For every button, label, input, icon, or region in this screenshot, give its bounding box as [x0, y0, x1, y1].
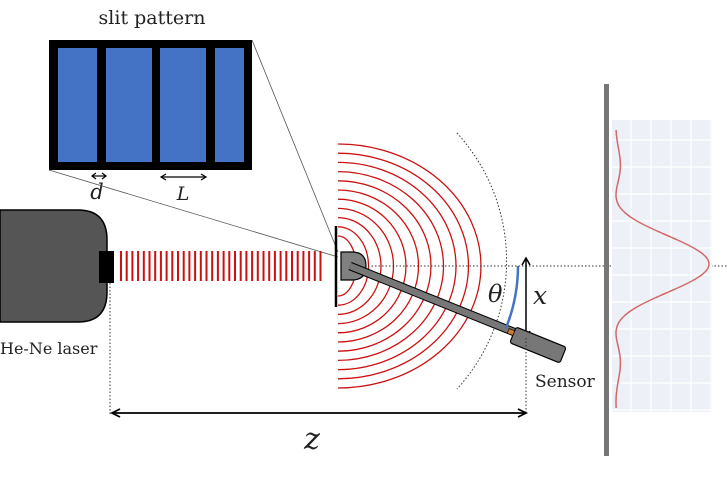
theta-label: θ	[488, 280, 503, 308]
slit-panel-2	[106, 48, 152, 162]
zoom-line-bottom	[48, 169, 339, 258]
sensor-label: Sensor	[535, 372, 596, 392]
wavefront	[337, 180, 432, 352]
sensor	[509, 327, 567, 363]
wavefront	[337, 152, 470, 380]
slit-width-dimension	[91, 172, 107, 180]
sensor-tip	[506, 328, 516, 336]
slit-pattern-title: slit pattern	[99, 7, 206, 29]
displacement-dimension	[521, 256, 531, 340]
slit-period-label: L	[176, 183, 190, 205]
rotating-arm-fill	[348, 262, 516, 336]
slit-panel-1	[58, 48, 97, 162]
laser-beam	[120, 251, 322, 281]
distance-dimension	[109, 408, 529, 418]
wavefront	[337, 198, 407, 334]
wavefront	[337, 170, 445, 362]
displacement-label: x	[533, 281, 547, 310]
theta-arc	[504, 265, 520, 329]
laser-aperture	[99, 251, 114, 283]
intensity-curve	[615, 130, 710, 408]
laser-label: He-Ne laser	[0, 339, 98, 358]
slit-panel-3	[160, 48, 206, 162]
slit-period-dimension	[159, 173, 208, 181]
intensity-plot-bg	[612, 120, 712, 412]
zoom-line-top	[251, 39, 339, 253]
distance-label: z	[303, 422, 320, 457]
slit-width-label: d	[90, 180, 103, 204]
slit-pattern-panels	[58, 48, 244, 162]
slit-panel-4	[215, 48, 244, 162]
screen	[604, 84, 609, 456]
detector-arc	[456, 132, 508, 390]
laser-body	[0, 209, 108, 323]
wavefront	[337, 216, 382, 316]
intensity-grid	[612, 120, 712, 412]
